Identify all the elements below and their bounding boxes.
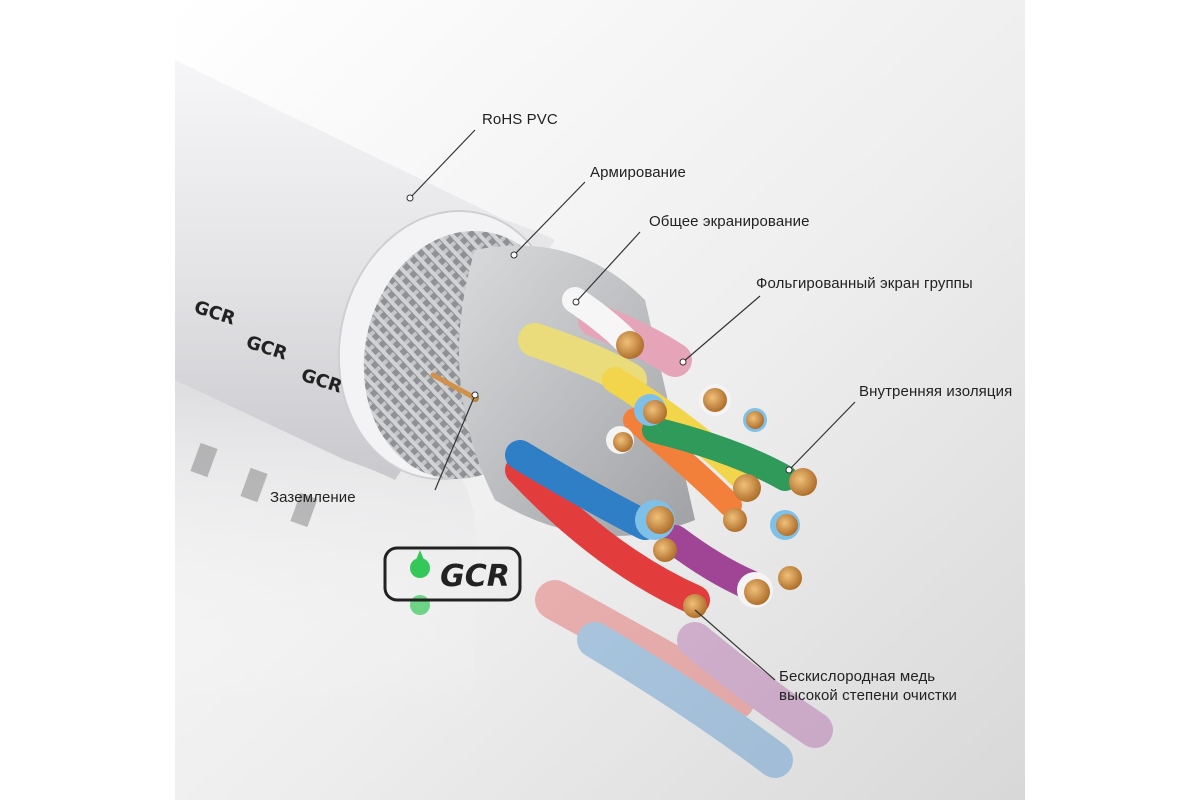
leader-dot-armor: [510, 251, 518, 259]
label-ground: Заземление: [270, 489, 356, 506]
leader-dot-insulation: [785, 466, 793, 474]
leader-rohs: [409, 129, 476, 199]
logo-text: GCR: [440, 559, 510, 594]
label-armor: Армирование: [590, 164, 686, 181]
gcr-logo: GCR: [383, 546, 522, 615]
leader-dot-rohs: [406, 194, 414, 202]
leader-dot-ground: [471, 391, 479, 399]
leader-shield: [575, 231, 641, 303]
leader-armor: [513, 181, 586, 256]
label-copper-line1: Бескислородная медь: [779, 668, 936, 685]
leader-dot-foil: [679, 358, 687, 366]
leader-insulation: [788, 401, 856, 471]
leader-copper: [694, 609, 776, 681]
label-copper: Бескислородная медь высокой степени очис…: [779, 667, 957, 705]
label-foil-shield: Фольгированный экран группы: [756, 275, 973, 292]
label-copper-line2: высокой степени очистки: [779, 687, 958, 704]
leader-dot-shield: [572, 298, 580, 306]
label-inner-insulation: Внутренняя изоляция: [859, 383, 1013, 400]
leader-ground: [434, 394, 476, 491]
leader-foil: [682, 295, 761, 363]
label-rohs-pvc: RoHS PVC: [482, 111, 558, 128]
label-shield: Общее экранирование: [649, 213, 810, 230]
